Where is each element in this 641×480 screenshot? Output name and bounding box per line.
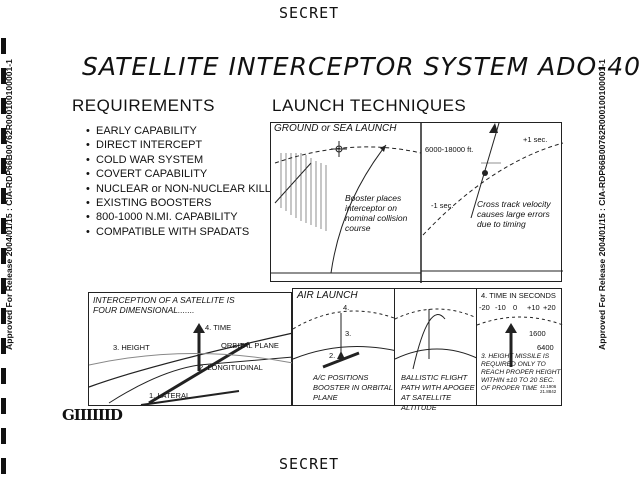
- plus-sec-label: +1 sec.: [523, 135, 548, 144]
- margin-bar: [1, 458, 6, 474]
- margin-bar: [1, 158, 6, 174]
- interception-title: INTERCEPTION OF A SATELLITE IS FOUR DIME…: [93, 295, 235, 315]
- lateral-label: 1. LATERAL: [149, 391, 191, 400]
- release-stamp-left: Approved For Release 2004/01/15 : CIA-RD…: [4, 59, 14, 350]
- air-launch-illustration-3: [476, 316, 564, 367]
- margin-bar: [1, 308, 6, 324]
- longitudinal-label: 2. LONGITUDINAL: [199, 363, 263, 372]
- margin-bar: [1, 368, 6, 384]
- margin-bar: [1, 278, 6, 294]
- interception-illustration: [88, 323, 294, 406]
- tick-minus-10: -10: [495, 303, 506, 312]
- ground-sea-illustration: [271, 122, 564, 283]
- air-launch-illustration-2: [394, 308, 480, 370]
- p3-label-1600: 1600: [529, 329, 546, 338]
- margin-bar: [1, 248, 6, 264]
- doc-number: 42.1906 21.8842: [540, 384, 557, 394]
- time-label: 4. TIME: [205, 323, 232, 332]
- page-title: SATELLITE INTERCEPTOR SYSTEM ADO-40: [82, 52, 641, 81]
- tick-plus-10: +10: [527, 303, 540, 312]
- bottom-classification: SECRET: [279, 455, 340, 473]
- time-in-seconds: 4. TIME IN SECONDS: [481, 291, 556, 300]
- margin-bar: [1, 428, 6, 444]
- list-item: COVERT CAPABILITY: [86, 167, 271, 181]
- height-label: 3. HEIGHT: [113, 343, 150, 352]
- num-4: 4.: [343, 303, 350, 312]
- air-launch-panel-1: AIR LAUNCH 4. 3. 2. A/C POSITIONS BOOSTE…: [292, 288, 398, 406]
- air-launch-illustration-1: [292, 310, 398, 369]
- minus-sec-label: -1 sec.: [431, 201, 454, 210]
- air-launch-panel-2: BALLISTIC FLIGHT PATH WITH APOGEE AT SAT…: [394, 288, 480, 412]
- air-caption-4: 3. HEIGHT MISSILE IS REQUIRED ONLY TO RE…: [481, 353, 561, 392]
- tick-plus-20: +20: [543, 303, 556, 312]
- list-item: COMPATIBLE WITH SPADATS: [86, 225, 271, 239]
- p3-label-6400: 6400: [537, 343, 554, 352]
- margin-bar: [1, 38, 6, 54]
- ground-sea-launch-panel: GROUND or SEA LAUNCH Booster places inte…: [270, 122, 564, 283]
- margin-bar: [1, 338, 6, 354]
- list-item: COLD WAR SYSTEM: [86, 153, 271, 167]
- tick-minus-20: -20: [479, 303, 490, 312]
- num-3: 3.: [345, 329, 352, 338]
- tick-0: 0: [513, 303, 518, 312]
- list-item: NUCLEAR or NON-NUCLEAR KILL: [86, 182, 271, 196]
- release-stamp-right: Approved For Release 2004/01/15 : CIA-RD…: [597, 59, 607, 350]
- altitude-label: 6000-18000 ft.: [425, 145, 474, 154]
- top-classification: SECRET: [279, 4, 340, 22]
- launch-heading: LAUNCH TECHNIQUES: [272, 96, 467, 115]
- air-caption-2: BALLISTIC FLIGHT PATH WITH APOGEE AT SAT…: [401, 373, 475, 412]
- margin-bar: [1, 398, 6, 414]
- margin-bar: [1, 128, 6, 144]
- list-item: DIRECT INTERCEPT: [86, 138, 271, 152]
- orbital-plane-label: ORBITAL PLANE: [221, 341, 279, 350]
- air-launch-panel-3: 4. TIME IN SECONDS -20 -10 0 +10 +20 160…: [476, 288, 564, 406]
- interception-panel: INTERCEPTION OF A SATELLITE IS FOUR DIME…: [88, 292, 294, 406]
- list-item: 800-1000 N.MI. CAPABILITY: [86, 210, 271, 224]
- ground-sea-note-2: Cross track velocity causes large errors…: [477, 199, 551, 229]
- requirements-list: EARLY CAPABILITY DIRECT INTERCEPT COLD W…: [86, 124, 271, 239]
- list-item: EARLY CAPABILITY: [86, 124, 271, 138]
- list-item: EXISTING BOOSTERS: [86, 196, 271, 210]
- air-launch-title: AIR LAUNCH: [297, 290, 358, 301]
- logo: GIIIIIID: [62, 406, 123, 424]
- margin-bar: [1, 188, 6, 204]
- air-caption-1: A/C POSITIONS BOOSTER IN ORBITAL PLANE: [313, 373, 393, 402]
- margin-bar: [1, 98, 6, 114]
- margin-bar: [1, 68, 6, 84]
- ground-sea-note-1: Booster places interceptor on nominal co…: [345, 193, 408, 233]
- requirements-heading: REQUIREMENTS: [72, 96, 215, 115]
- ground-sea-title: GROUND or SEA LAUNCH: [274, 123, 397, 134]
- margin-bar: [1, 218, 6, 234]
- num-2: 2.: [329, 351, 336, 360]
